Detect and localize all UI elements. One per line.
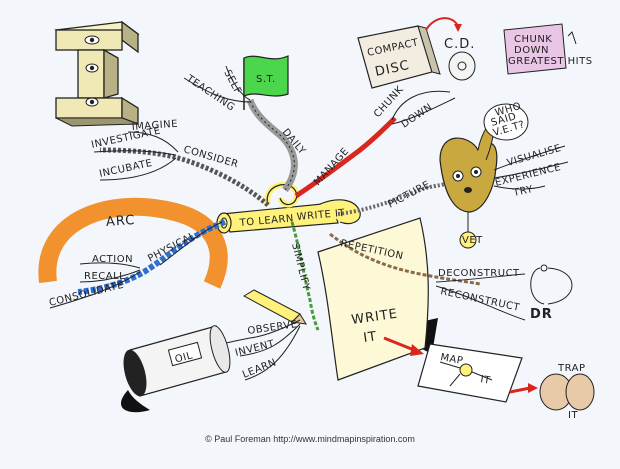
visualise-line (493, 145, 566, 171)
daily-branch (246, 98, 298, 193)
imagine-label: IMAGINE (131, 119, 178, 133)
mapit-arrow (383, 336, 415, 352)
invent-line (239, 323, 301, 357)
vet-tag-label: VET (462, 235, 483, 246)
observe-line (249, 319, 301, 339)
center-write-label: WRITE IT (296, 208, 346, 223)
cd-arrow-head (454, 24, 462, 32)
oil-can-label: OIL (174, 350, 194, 365)
mapit-line2: IT (479, 374, 491, 387)
dog-icon: VET (439, 116, 498, 249)
dr-label: DR (530, 307, 553, 322)
chunk-label: CHUNK (372, 84, 406, 120)
disc-icon (448, 51, 476, 81)
credit-line: © Paul Foreman http://www.mindmapinspira… (205, 434, 415, 444)
paper-sheet: WRITE IT (317, 217, 438, 381)
paper-line1: WRITE (350, 307, 399, 328)
reconstruct-label: RECONSTRUCT (439, 286, 521, 314)
consider-label: CONSIDER (182, 144, 239, 170)
self-line (225, 65, 251, 101)
action-label: ACTION (92, 254, 133, 265)
deconstruct-label: DECONSTRUCT (438, 268, 520, 279)
trap-arrow-head (528, 383, 538, 393)
incubate-label: INCUBATE (98, 158, 153, 180)
i-block-icon (54, 20, 140, 127)
trap-line2: IT (568, 410, 578, 421)
brain-icon (539, 373, 595, 411)
observe-label: OBSERVE (247, 319, 298, 337)
deconstruct-line (435, 273, 526, 283)
trap-line1: TRAP (557, 363, 586, 374)
st-flag-icon: S.T. (243, 55, 289, 110)
consider-branch (99, 147, 270, 207)
incubate-line (99, 157, 177, 181)
daily-branch-ribs (249, 99, 295, 191)
paper-line2: IT (362, 329, 378, 346)
compact-disc-case-icon: COMPACT DISC (357, 25, 441, 89)
experience-line (493, 161, 569, 179)
cd-case-line2: DISC (374, 58, 412, 80)
learn-line (244, 325, 301, 381)
manage-branch (294, 116, 397, 199)
picture-branch (337, 182, 446, 216)
cd-arrow (425, 17, 459, 31)
mapit-line1: MAP (439, 352, 464, 367)
arc-branch (38, 197, 228, 289)
chunk-line (391, 90, 451, 121)
mapit-arrow-head (410, 344, 424, 356)
consolidate-line (49, 271, 141, 309)
investigate-line (93, 150, 177, 156)
picture-label: PICTURE (386, 179, 432, 210)
stethoscope-icon (530, 264, 573, 305)
chunk-down-cd-icon: CHUNK DOWN GREATEST HITS (503, 23, 593, 75)
physical-label: PHYSICAL (146, 230, 197, 264)
map-it-card: MAP IT (417, 343, 523, 403)
investigate-label: INVESTIGATE (90, 125, 161, 150)
trap-arrow (509, 386, 531, 394)
manage-label: MANAGE (312, 146, 351, 188)
physical-branch (77, 219, 227, 295)
recall-label: RECALL (84, 271, 125, 282)
imagine-line (127, 131, 179, 153)
simplify-label: SIMPLIFY (289, 242, 311, 292)
speech-bubble: WHO SAID V.E.T? (483, 101, 529, 141)
cd-label: C.D. (444, 37, 475, 52)
oil-can-icon: OIL (120, 325, 231, 413)
center-knot (264, 181, 300, 208)
try-label: TRY (511, 184, 534, 199)
learn-label: LEARN (241, 357, 278, 381)
recall-line (79, 269, 141, 283)
try-line (493, 185, 546, 190)
chunk-cd-line1: CHUNK (514, 34, 552, 45)
repetition-branch (329, 232, 481, 286)
action-line (79, 262, 141, 269)
consolidate-label: CONSOLIDATE (48, 280, 125, 309)
arc-label: ARC (105, 213, 135, 230)
center-label: TO LEARN (238, 213, 294, 229)
pencil-icon (242, 289, 307, 325)
simplify-branch (290, 221, 320, 331)
physical-branch-line (159, 221, 223, 266)
chunk-cd-line3: GREATEST HITS (508, 56, 593, 67)
down-line (391, 97, 456, 125)
self-label: SELF (221, 68, 243, 96)
st-flag-label: S.T. (256, 74, 276, 85)
down-label: DOWN (400, 102, 435, 131)
invent-label: INVENT (234, 338, 276, 358)
chunk-cd-line2: DOWN (514, 45, 549, 56)
teaching-line (183, 77, 251, 103)
reconstruct-line (435, 285, 526, 321)
